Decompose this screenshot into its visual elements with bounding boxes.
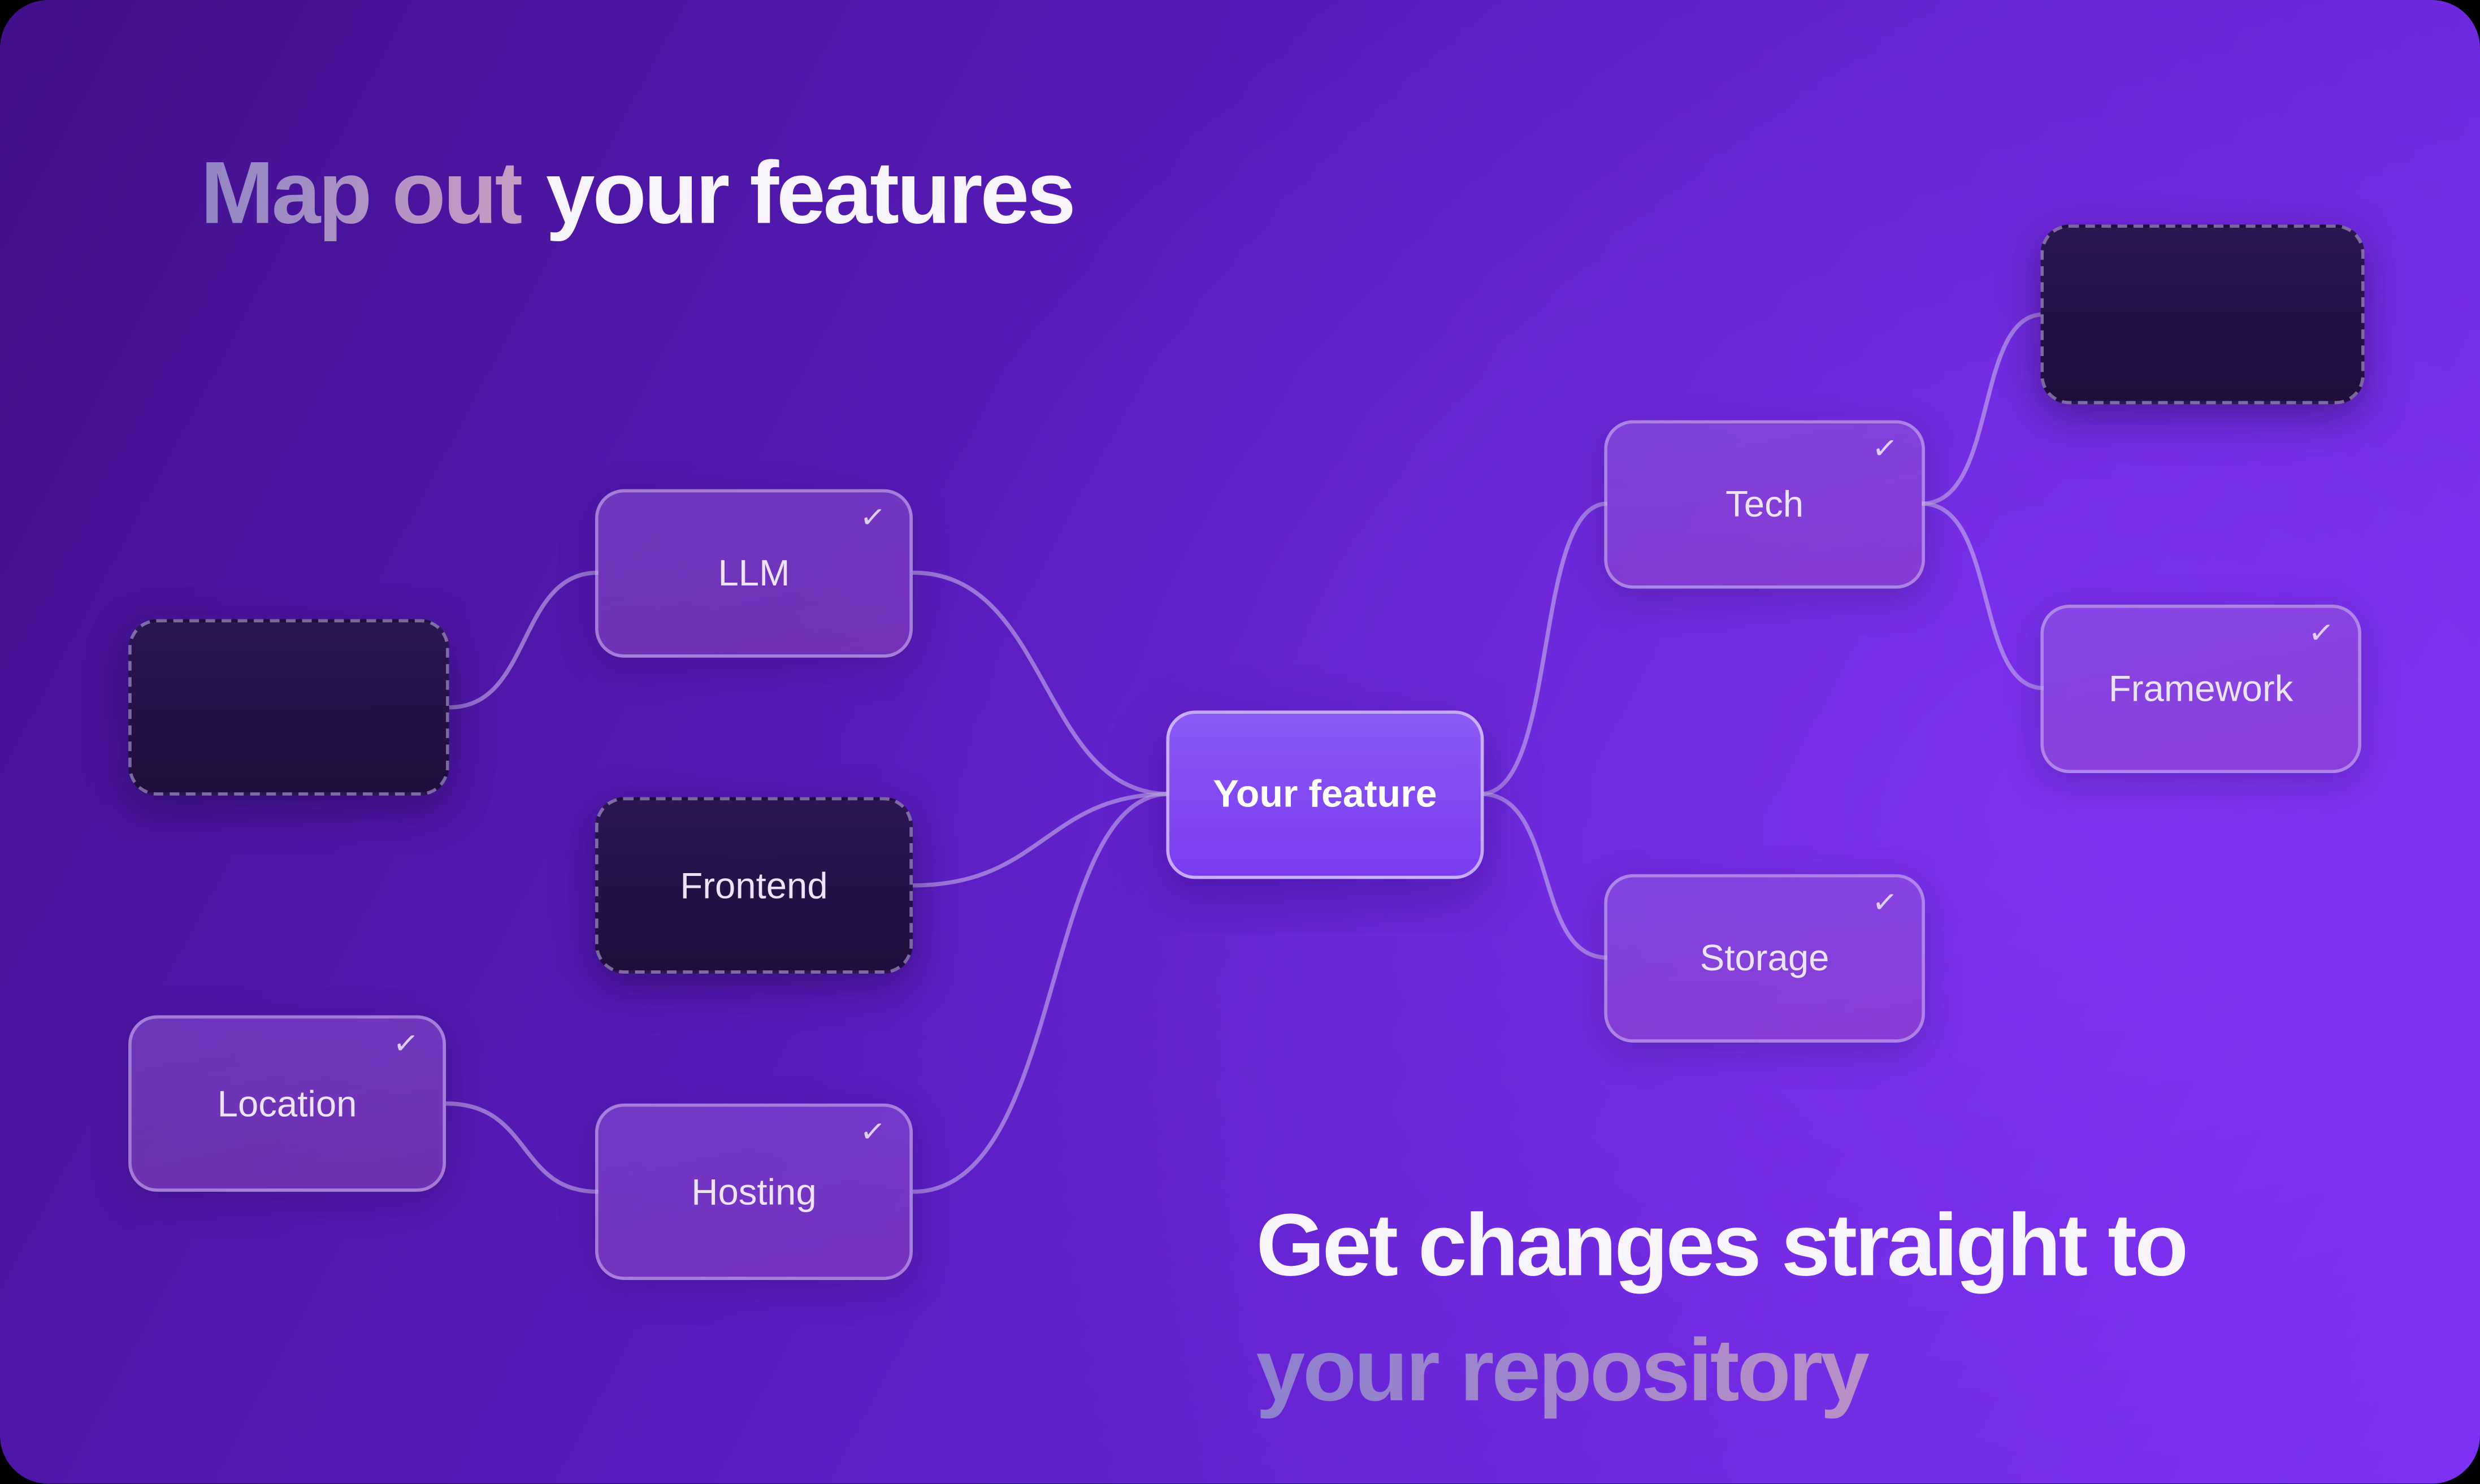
footer-line2: your repository: [1256, 1307, 2186, 1433]
connector-llm-center: [912, 570, 1170, 796]
node-framework[interactable]: ✓ Framework: [2040, 605, 2361, 774]
connector-hosting-center: [912, 792, 1170, 1194]
node-frontend[interactable]: Frontend: [595, 797, 913, 974]
connector-center-tech: [1480, 501, 1608, 796]
connector-frontend-center: [912, 792, 1170, 888]
check-icon: ✓: [858, 1115, 887, 1152]
connector-location-hosting: [446, 1101, 599, 1194]
check-icon: ✓: [2306, 616, 2336, 653]
connector-tech-emptytopright: [1922, 312, 2044, 506]
node-your-feature[interactable]: Your feature: [1166, 710, 1484, 879]
check-icon: ✓: [391, 1027, 420, 1064]
node-label: LLM: [718, 552, 790, 594]
page-title-muted: Map out: [200, 142, 524, 242]
node-label: Hosting: [691, 1170, 817, 1212]
check-icon: ✓: [858, 501, 887, 537]
node-hosting[interactable]: ✓ Hosting: [595, 1103, 913, 1280]
footer-tagline: Get changes straight to your repository: [1256, 1182, 2188, 1433]
node-empty-top-right[interactable]: [2040, 224, 2365, 405]
node-label: Location: [217, 1082, 357, 1124]
check-icon: ✓: [1870, 886, 1900, 922]
node-label: Frontend: [680, 864, 828, 906]
node-label: Framework: [2108, 667, 2293, 709]
node-tech[interactable]: ✓ Tech: [1604, 420, 1925, 589]
connector-center-storage: [1480, 792, 1607, 960]
node-storage[interactable]: ✓ Storage: [1604, 874, 1925, 1043]
node-label: Storage: [1699, 936, 1829, 979]
node-label: Your feature: [1213, 772, 1437, 816]
page-title-bright: your features: [545, 142, 1076, 242]
check-icon: ✓: [1870, 432, 1900, 468]
footer-line1: Get changes straight to: [1256, 1195, 2188, 1295]
connector-tech-framework: [1922, 501, 2044, 691]
node-llm[interactable]: ✓ LLM: [595, 489, 913, 658]
node-label: Tech: [1725, 483, 1804, 525]
node-empty-left[interactable]: [128, 619, 449, 796]
connector-emptyleft-llm: [449, 570, 599, 710]
node-location[interactable]: ✓ Location: [128, 1015, 446, 1192]
